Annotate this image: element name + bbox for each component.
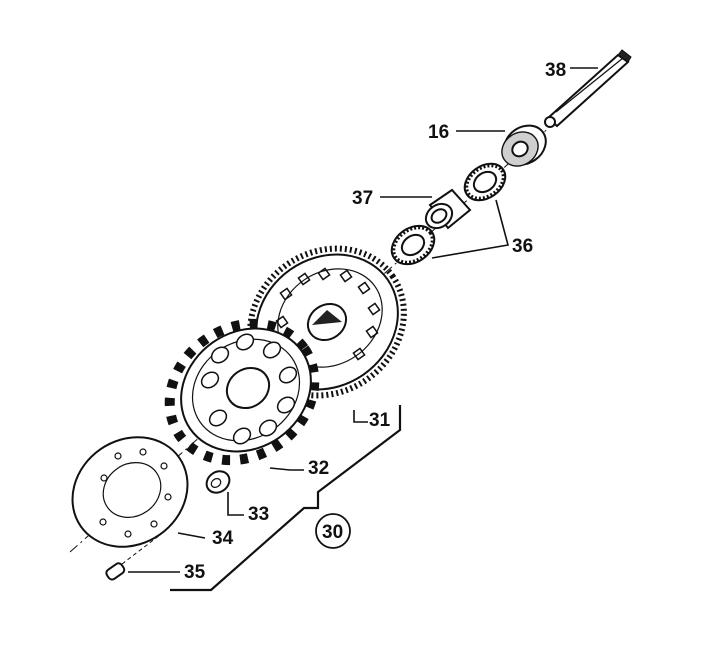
- nut-part-33: [205, 470, 231, 494]
- label-16: 16: [428, 122, 449, 143]
- label-37: 37: [352, 188, 373, 209]
- bushing-part-37: [424, 188, 472, 230]
- screw-part-35: [105, 534, 161, 581]
- assembly-circle: [315, 513, 351, 549]
- pressure-plate-part-34: [71, 436, 189, 548]
- label-31: 31: [369, 410, 391, 431]
- needle-bearing-lower-part-36: [390, 224, 436, 266]
- shaft-part-38: [544, 49, 632, 128]
- needle-bearing-upper-part-36: [463, 162, 507, 202]
- label-34: 34: [212, 528, 234, 549]
- label-35: 35: [184, 562, 206, 583]
- label-30: 30: [322, 522, 343, 543]
- label-36: 36: [512, 236, 533, 257]
- bearing-ring-part-16: [501, 124, 547, 167]
- assembly-bracket: [170, 405, 402, 592]
- clutch-basket-part-32: [164, 318, 320, 466]
- label-33: 33: [248, 504, 269, 525]
- label-38: 38: [545, 60, 566, 81]
- label-32: 32: [308, 458, 329, 479]
